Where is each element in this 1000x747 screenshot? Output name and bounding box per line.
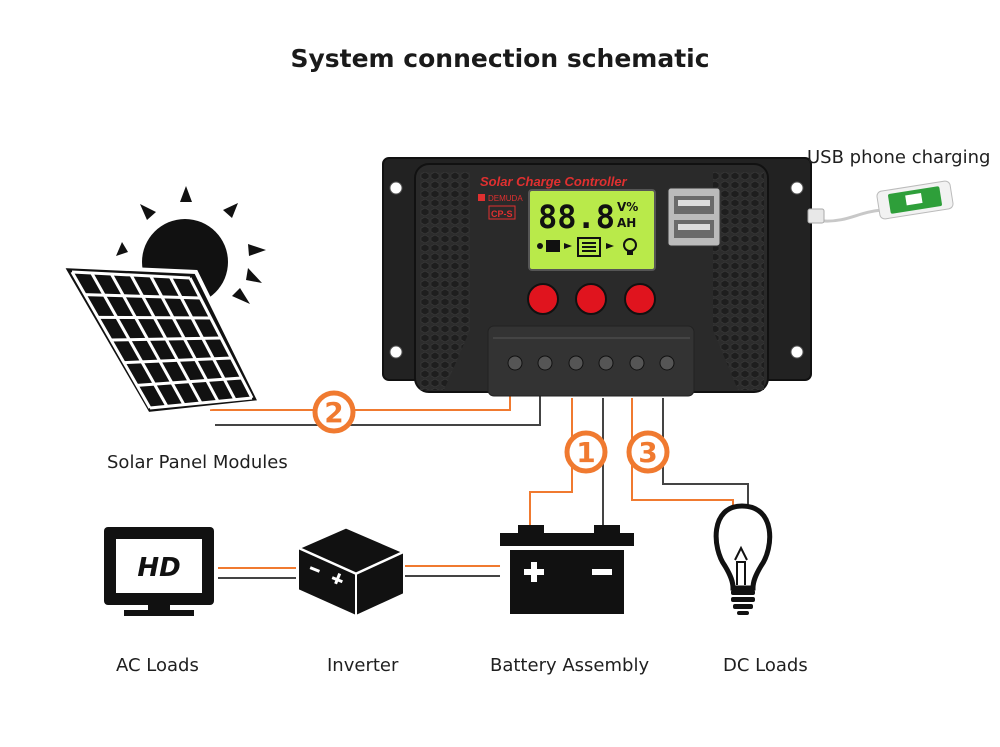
badge-one-text: 1 [576,436,595,469]
lcd-unit-top: V% [617,200,638,214]
terminal-block [507,355,675,371]
battery-pos-terminal [568,355,584,371]
usb-cable [823,208,883,223]
phone-icon [807,180,954,224]
brand-text: DEMUDA [488,194,523,203]
solar-pos-terminal [507,355,523,371]
panel-grid-line [110,336,222,342]
mount-hole-icon [389,345,403,359]
load-neg-terminal [659,355,675,371]
panel-grid-line [71,270,191,280]
up-button[interactable] [575,283,607,315]
panel-grid-line [149,396,253,410]
badge-two: 2 [312,390,356,434]
solar-panel-icon [58,263,264,417]
battery-icon [500,525,634,614]
lcd-display [528,189,656,271]
brand-logo-icon [478,194,485,201]
lcd-unit-bottom: AH [617,216,636,230]
dc-loads-label: DC Loads [723,655,808,676]
solar-wire-orange [210,395,511,411]
badge-two-text: 2 [324,396,343,429]
usb-label: USB phone charging [807,147,991,168]
inverter-label: Inverter [327,655,399,676]
page-title: System connection schematic [290,44,710,73]
down-button[interactable] [624,283,656,315]
inverter-icon [294,525,408,618]
panel-grid-line [136,376,242,387]
tv-hd-text: HD [137,553,180,583]
badge-one: 1 [564,430,608,474]
solar-neg-terminal [537,355,553,371]
lcd-digits: 88.8 [538,198,615,236]
panel-grid-line [84,293,201,300]
dc-wire-dark [662,398,749,510]
battery-label: Battery Assembly [490,655,650,676]
panel-grid-line [97,315,211,320]
solar-label: Solar Panel Modules [107,452,288,473]
battery-wire-orange [529,398,573,527]
light-bulb-icon [713,503,773,615]
mount-hole-icon [389,181,403,195]
tv-icon [104,527,214,616]
panel-grid-line [123,356,232,365]
model-text: CP-S [491,209,513,219]
lcd-status-icons [537,237,637,257]
load-pos-terminal [629,355,645,371]
battery-neg-terminal [598,355,614,371]
mount-hole-icon [790,345,804,359]
badge-three-text: 3 [638,436,657,469]
badge-three: 3 [626,430,670,474]
controller-title-text: Solar Charge Controller [480,174,628,189]
menu-button[interactable] [527,283,559,315]
usb-ports [667,187,721,247]
ac-loads-label: AC Loads [116,655,199,676]
mount-hole-icon [790,181,804,195]
